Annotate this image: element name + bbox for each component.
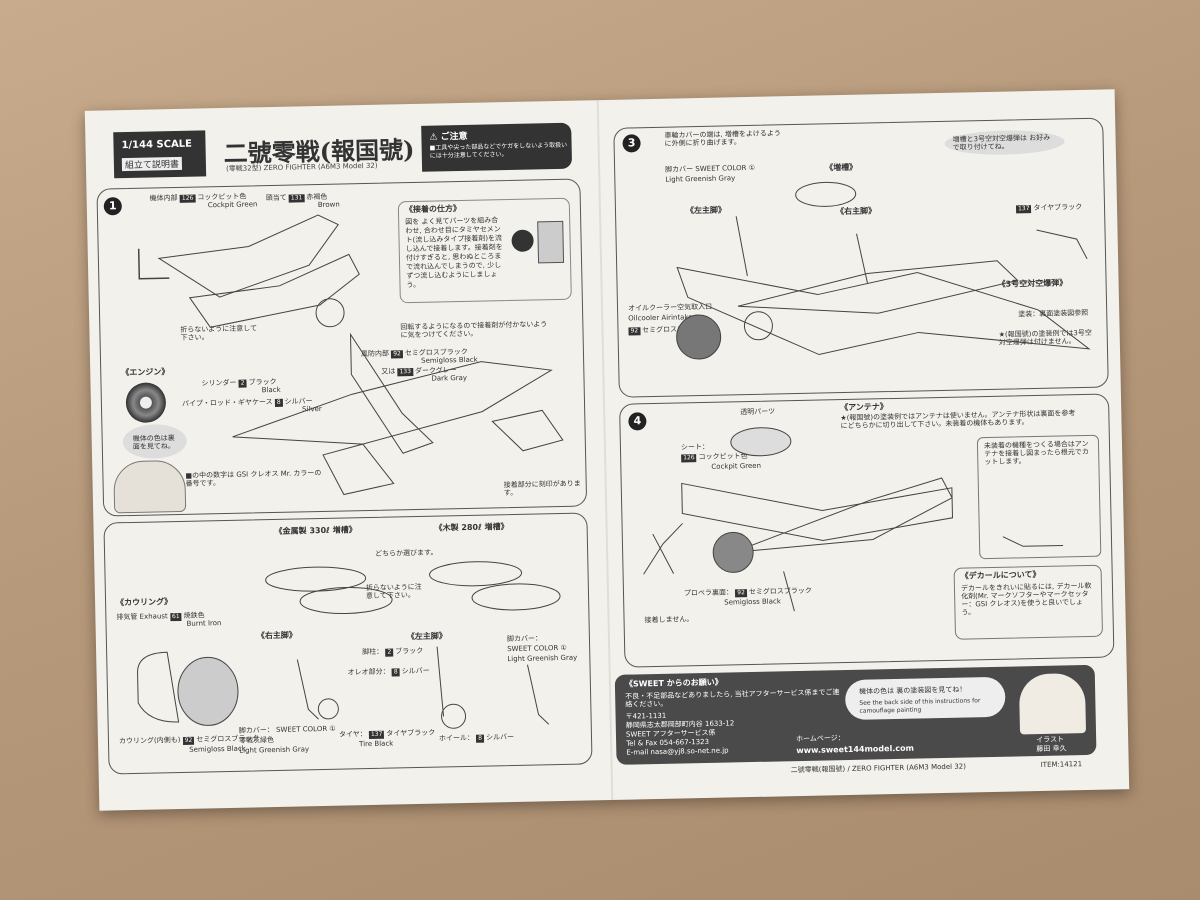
wing <box>232 361 553 445</box>
tailplane-right <box>491 409 564 452</box>
fuselage-assembled <box>349 332 434 454</box>
cowling-ring <box>177 656 239 726</box>
fuselage-top <box>737 260 1019 314</box>
homepage-label: ホームページ： <box>796 734 845 744</box>
header: 1/144 SCALE 組立て説明書 二號零戦(報国號) (零戦32型) ZER… <box>113 122 573 179</box>
tail-wheel <box>1036 229 1088 260</box>
color-note-bubble: 機体の色は 裏の塗装図を見てね！ See the back side of th… <box>844 676 1006 721</box>
gear-leg <box>783 571 795 612</box>
wood-tank-half <box>429 561 523 587</box>
defect-text: 不良・不足部品などありましたら, 当社アフターサービス係までご連絡ください。 <box>625 688 840 709</box>
step-2-panel: 《金属製 330ℓ 増槽》 《木製 280ℓ 増槽》 どちらか選びます。 折らな… <box>103 512 593 775</box>
left-cover-color: SWEET COLOR ① <box>507 643 567 654</box>
wood-tank-assembled <box>471 583 561 611</box>
step-4-panel: 4 透明パーツ 《アンテナ》 ★(報国號)の塗装例ではアンテナは使いません。アン… <box>619 393 1115 668</box>
propeller <box>643 523 683 575</box>
color-note-jp: 機体の色は 裏の塗装図を見てね！ <box>859 685 967 696</box>
left-strut <box>436 646 445 717</box>
step-2-drawing <box>137 561 561 729</box>
right-tire <box>317 698 339 720</box>
burnt-en: Burnt Iron <box>186 619 222 628</box>
step-3-drawing <box>676 181 1091 360</box>
tailplane-left <box>322 443 395 496</box>
left-gear-title: 《左主脚》 <box>406 631 447 642</box>
zip: 〒421-1131 <box>625 711 667 721</box>
aircraft-wing <box>681 482 954 542</box>
cowling-title: 《カウリング》 <box>115 597 173 608</box>
left-tire <box>441 703 467 729</box>
greenish-en: Light Greenish Gray <box>239 745 310 755</box>
cowling-assembled <box>676 314 722 360</box>
fuselage-half-right <box>188 253 360 328</box>
cowling-semigloss-en: Semigloss Black <box>189 744 246 754</box>
footer-text: 二號零戦(報国號) / ZERO FIGHTER (A6M3 Model 32) <box>790 762 967 775</box>
metal-tank-half <box>265 566 367 592</box>
scale-box: 1/144 SCALE 組立て説明書 <box>113 130 207 179</box>
engine-mount <box>743 311 773 341</box>
right-gear-title: 《右主脚》 <box>256 630 297 641</box>
request-title: 《SWEET からのお願い》 <box>624 677 723 689</box>
step-4-drawing <box>643 427 1064 612</box>
metal-tank-assembled <box>299 586 393 615</box>
caution-box: ⚠ ご注意 ■工具や尖った部品などでケガをしないよう取扱いには十分注意してくださ… <box>421 122 573 172</box>
greenish-jp: 零戦灰緑色 <box>238 736 275 745</box>
fold-line <box>596 100 614 800</box>
fuselage-half-left <box>157 214 339 298</box>
left-cover-label: 脚カバー： <box>506 634 543 644</box>
scale-label: 1/144 SCALE <box>121 138 193 152</box>
engine-part <box>315 298 345 328</box>
right-strut <box>296 659 319 720</box>
right-leg <box>856 233 869 284</box>
address: 静岡県志太郡岡部町内谷 1633-12 <box>625 719 735 730</box>
cowling-front <box>712 531 754 573</box>
cowling-front <box>137 651 180 723</box>
caution-title: ⚠ ご注意 <box>429 131 468 143</box>
page-subtitle: (零戦32型) ZERO FIGHTER (A6M3 Model 32) <box>225 161 378 173</box>
girl-illustration <box>1018 673 1087 735</box>
step-3-panel: 3 車輪カバーの端は, 増槽をよけるように外側に折り曲げます。 脚カバー SWE… <box>613 117 1109 398</box>
canopy <box>730 427 792 457</box>
main-wing <box>676 266 1091 356</box>
step-1-drawing <box>137 214 564 496</box>
left-gear-cover <box>526 664 550 725</box>
tire-en: Tire Black <box>359 739 394 749</box>
color-note-en: See the back side of this instructions f… <box>859 697 981 715</box>
drop-tank <box>795 181 857 207</box>
left-leg <box>735 216 748 277</box>
left-cover-en: Light Greenish Gray <box>507 653 578 664</box>
manual-label: 組立て説明書 <box>121 156 183 172</box>
antenna-cut <box>1002 536 1064 547</box>
aircraft-fuselage <box>732 477 953 553</box>
instruction-sheet: 1/144 SCALE 組立て説明書 二號零戦(報国號) (零戦32型) ZER… <box>84 89 1130 811</box>
caution-text: ■工具や尖った部品などでケガをしないよう取扱いには十分注意してください。 <box>429 141 568 160</box>
footer-item: ITEM:14121 <box>1040 760 1083 769</box>
